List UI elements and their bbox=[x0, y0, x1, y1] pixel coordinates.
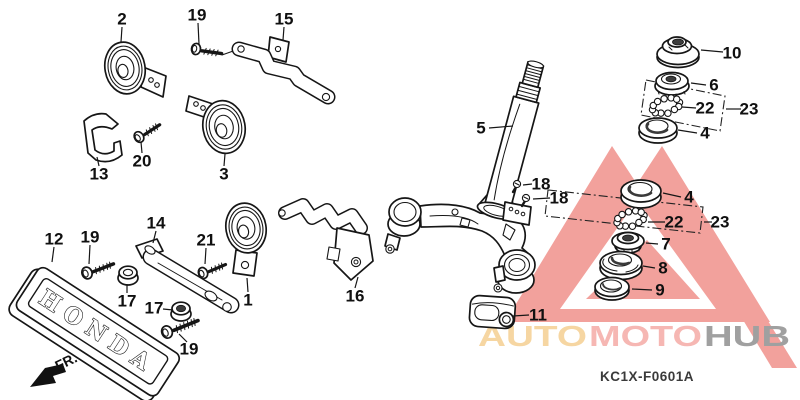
leader-line-21 bbox=[204, 247, 207, 265]
leader-line-20 bbox=[140, 141, 143, 154]
leader-line-1 bbox=[246, 277, 249, 293]
watermark-text-hub: HUB bbox=[704, 321, 790, 353]
leader-line-12 bbox=[51, 246, 55, 263]
leader-line-17 bbox=[162, 308, 174, 311]
bolt-21-part bbox=[197, 262, 228, 280]
bolt-20-part bbox=[133, 123, 162, 144]
leader-line-15 bbox=[282, 26, 285, 41]
leader-line-19 bbox=[88, 244, 91, 265]
leader-line-14 bbox=[152, 230, 157, 244]
leader-line-19 bbox=[178, 333, 188, 343]
leader-line-18 bbox=[532, 197, 551, 200]
part-label-8: 8 bbox=[658, 259, 667, 278]
ball-bearing-22-lower bbox=[613, 207, 648, 230]
bolt-19-left bbox=[81, 261, 116, 280]
part-label-20: 20 bbox=[133, 152, 152, 171]
screw-18-lower bbox=[520, 193, 531, 208]
leader-line-19 bbox=[197, 22, 200, 45]
adjust-nut-6-part bbox=[654, 71, 690, 97]
part-label-19: 19 bbox=[180, 340, 199, 359]
horn-2-part bbox=[103, 41, 167, 98]
part-label-23: 23 bbox=[711, 213, 730, 232]
part-label-16: 16 bbox=[346, 287, 365, 306]
part-label-22: 22 bbox=[665, 213, 684, 232]
leader-line-2 bbox=[120, 26, 123, 43]
fr-arrow-icon bbox=[30, 364, 66, 387]
grommet-11-part bbox=[468, 294, 517, 330]
part-label-2: 2 bbox=[117, 10, 126, 29]
watermark-triangle-tail bbox=[725, 290, 797, 368]
honda-emblem-part: HONDA bbox=[8, 266, 181, 400]
part-label-1: 1 bbox=[243, 291, 252, 310]
leader-line-4 bbox=[662, 192, 682, 198]
part-label-23: 23 bbox=[740, 100, 759, 119]
horn-1-part bbox=[224, 202, 268, 277]
bearing-kit-box-upper bbox=[640, 79, 726, 132]
part-label-18: 18 bbox=[532, 175, 551, 194]
part-label-4: 4 bbox=[684, 188, 694, 207]
leader-line-10 bbox=[700, 49, 724, 53]
steering-stem-part bbox=[476, 60, 545, 221]
leader-line-13 bbox=[96, 156, 100, 167]
cone-race-7-part bbox=[611, 231, 645, 254]
leader-line-9 bbox=[631, 288, 653, 291]
part-label-21: 21 bbox=[197, 231, 216, 250]
rubber-13-part bbox=[83, 112, 123, 163]
nut-17-lower bbox=[170, 301, 192, 322]
part-label-14: 14 bbox=[147, 214, 166, 233]
bolt-19-lower bbox=[160, 317, 200, 339]
part-label-3: 3 bbox=[219, 165, 228, 184]
nut-17-upper bbox=[117, 265, 139, 286]
leader-line-6 bbox=[690, 82, 707, 86]
leader-line-3 bbox=[223, 153, 226, 167]
dust-seal-8-part bbox=[599, 250, 643, 281]
bracket-16-part bbox=[278, 198, 374, 281]
race-4-lower bbox=[620, 179, 662, 209]
bracket-15-part bbox=[231, 36, 336, 105]
part-label-19: 19 bbox=[188, 6, 207, 25]
part-label-17: 17 bbox=[145, 299, 164, 318]
watermark-text-moto: MOTO bbox=[589, 321, 702, 353]
leader-line-7 bbox=[645, 242, 659, 245]
leader-line-22 bbox=[681, 106, 697, 109]
washer-9-part bbox=[594, 276, 630, 301]
part-label-17: 17 bbox=[118, 292, 137, 311]
fr-direction-indicator: FR. bbox=[30, 349, 80, 387]
leader-line-5 bbox=[488, 125, 514, 129]
part-label-5: 5 bbox=[476, 119, 485, 138]
horn-3-part bbox=[185, 95, 247, 155]
screw-18-upper bbox=[511, 179, 522, 194]
part-label-4: 4 bbox=[700, 124, 710, 143]
leader-line-8 bbox=[642, 265, 656, 269]
part-label-9: 9 bbox=[655, 281, 664, 300]
watermark-text: AUTO MOTO HUB bbox=[478, 321, 790, 353]
leader-line-11 bbox=[512, 314, 530, 317]
diagram-code: KC1X-F0601A bbox=[600, 369, 694, 384]
bracket-14-part bbox=[135, 238, 240, 314]
watermark-triangle-outline bbox=[505, 146, 770, 322]
leader-line-16 bbox=[354, 276, 359, 289]
part-label-12: 12 bbox=[45, 230, 64, 249]
race-4-upper bbox=[638, 117, 678, 144]
part-label-7: 7 bbox=[661, 235, 670, 254]
leader-line-18 bbox=[522, 183, 533, 186]
part-label-13: 13 bbox=[90, 165, 109, 184]
part-label-22: 22 bbox=[696, 99, 715, 118]
part-label-6: 6 bbox=[709, 76, 718, 95]
part-label-19: 19 bbox=[81, 228, 100, 247]
part-label-18: 18 bbox=[550, 189, 569, 208]
part-label-10: 10 bbox=[723, 44, 742, 63]
part-label-15: 15 bbox=[275, 10, 294, 29]
ball-bearing-22-upper bbox=[648, 94, 684, 117]
leader-line-4 bbox=[677, 129, 698, 134]
bolt-19-top bbox=[190, 42, 224, 57]
stem-nut-10-part bbox=[656, 36, 700, 69]
part-label-11: 11 bbox=[529, 306, 547, 325]
